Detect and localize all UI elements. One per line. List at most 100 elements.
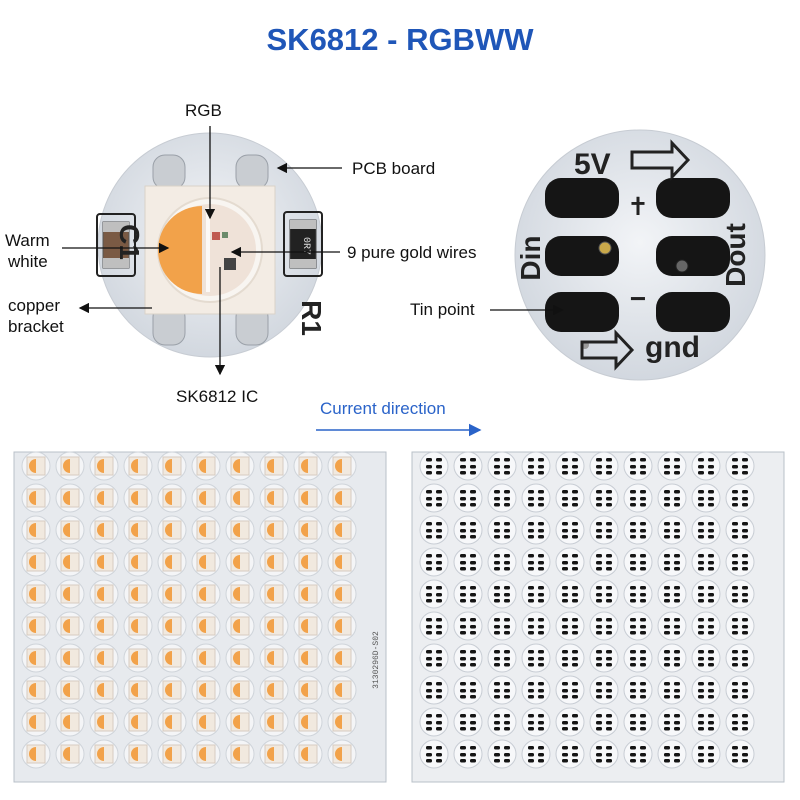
pad-cell	[589, 643, 619, 673]
c1-silkscreen: C1	[114, 224, 145, 260]
pad-cell	[419, 547, 449, 577]
pad-cell	[657, 707, 687, 737]
pad-cell	[419, 515, 449, 545]
led-chip	[191, 483, 221, 513]
rgb-label: RGB	[185, 101, 222, 120]
pad-cell	[555, 611, 585, 641]
pad-cell	[623, 579, 653, 609]
pad-cell	[521, 707, 551, 737]
pad-cell	[623, 611, 653, 641]
led-chip	[55, 451, 85, 481]
led-chip	[191, 611, 221, 641]
led-chip	[157, 739, 187, 769]
led-chip	[157, 579, 187, 609]
pad-cell	[691, 707, 721, 737]
led-chip	[89, 739, 119, 769]
led-chip	[157, 451, 187, 481]
copper-bracket-label-line1: copper	[8, 296, 60, 315]
pad-cell	[453, 579, 483, 609]
pad-cell	[657, 739, 687, 769]
led-chip	[293, 611, 323, 641]
warm-white-label-line1: Warm	[5, 231, 50, 250]
pad-cell	[419, 643, 449, 673]
panel-code: 3130296D-S02	[372, 631, 381, 689]
led-chip	[55, 675, 85, 705]
led-chip	[21, 739, 51, 769]
pad-cell	[691, 515, 721, 545]
pad-cell	[555, 579, 585, 609]
led-chip	[55, 483, 85, 513]
callout-lines	[62, 126, 564, 376]
led-chip	[225, 675, 255, 705]
pad-cell	[691, 547, 721, 577]
pad-cell	[487, 643, 517, 673]
led-chip	[89, 547, 119, 577]
pad-cell	[419, 611, 449, 641]
led-chip	[21, 707, 51, 737]
led-chip	[89, 451, 119, 481]
pad-cell	[521, 579, 551, 609]
led-chip	[89, 483, 119, 513]
pad-cell	[521, 611, 551, 641]
pad-cell	[419, 579, 449, 609]
led-chip	[21, 483, 51, 513]
led-chip	[157, 707, 187, 737]
led-chip	[55, 707, 85, 737]
led-front-board	[96, 132, 323, 358]
minus-silkscreen: −	[630, 283, 646, 314]
pad-cell	[487, 707, 517, 737]
pad-cell	[555, 451, 585, 481]
led-chip	[55, 515, 85, 545]
led-chip	[89, 643, 119, 673]
led-chip	[327, 707, 357, 737]
led-chip	[191, 547, 221, 577]
pad-cell	[487, 611, 517, 641]
led-chip	[293, 483, 323, 513]
pad-cell	[725, 707, 755, 737]
pad-cell	[657, 675, 687, 705]
pad-cell	[725, 579, 755, 609]
front-led-grid	[21, 451, 357, 769]
led-chip	[293, 451, 323, 481]
led-chip	[327, 515, 357, 545]
pad-cell	[725, 675, 755, 705]
led-chip	[259, 547, 289, 577]
pad-cell	[419, 451, 449, 481]
pad-cell	[487, 675, 517, 705]
led-chip	[123, 451, 153, 481]
led-chip	[191, 515, 221, 545]
pad-cell	[589, 547, 619, 577]
led-chip	[293, 547, 323, 577]
led-chip	[21, 611, 51, 641]
led-chip	[21, 547, 51, 577]
led-chip	[157, 611, 187, 641]
pad-cell	[419, 739, 449, 769]
pad-cell	[521, 643, 551, 673]
led-chip	[259, 675, 289, 705]
led-chip	[123, 707, 153, 737]
pad-cell	[725, 739, 755, 769]
led-chip	[259, 579, 289, 609]
led-chip	[259, 515, 289, 545]
pad-cell	[555, 739, 585, 769]
pad-cell	[623, 739, 653, 769]
pad-cell	[521, 451, 551, 481]
led-chip	[293, 739, 323, 769]
gold-wires-label: 9 pure gold wires	[347, 243, 477, 262]
pad-cell	[623, 675, 653, 705]
pad-cell	[419, 675, 449, 705]
led-chip	[157, 547, 187, 577]
pad-cell	[623, 483, 653, 513]
led-chip	[293, 675, 323, 705]
led-chip	[293, 707, 323, 737]
pad-cell	[555, 707, 585, 737]
pad-cell	[725, 483, 755, 513]
pad-cell	[555, 643, 585, 673]
pad-cell	[555, 675, 585, 705]
pad-cell	[521, 547, 551, 577]
pad-cell	[589, 675, 619, 705]
pad-cell	[691, 611, 721, 641]
pad-cell	[589, 739, 619, 769]
pad-cell	[657, 611, 687, 641]
